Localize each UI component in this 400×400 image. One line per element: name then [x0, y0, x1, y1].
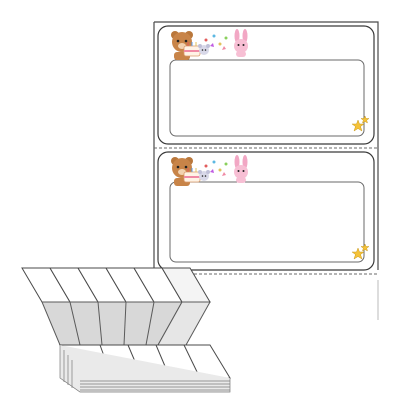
fanfold-label-stack-icon — [21, 267, 231, 393]
confetti-icon — [204, 34, 228, 50]
cake-icon — [183, 42, 201, 57]
label-sheet — [153, 21, 379, 320]
bunny-icon — [234, 29, 248, 57]
label-1-write-area — [169, 59, 365, 137]
mouse-icon — [198, 170, 210, 181]
stack-bottom-block — [59, 344, 231, 393]
label-2 — [157, 151, 375, 271]
sheet-outline — [153, 21, 379, 270]
label-2-write-area — [169, 181, 365, 263]
cake-icon — [183, 168, 201, 183]
label-1 — [157, 25, 375, 145]
stack-side-layers — [59, 345, 231, 393]
confetti-icon — [204, 160, 228, 176]
stars-icon — [351, 115, 370, 132]
stack-folded-panel — [41, 301, 211, 346]
bunny-icon — [234, 155, 248, 183]
stars-icon — [351, 243, 370, 260]
stack-top-strip — [21, 267, 211, 303]
mouse-icon — [198, 44, 210, 55]
